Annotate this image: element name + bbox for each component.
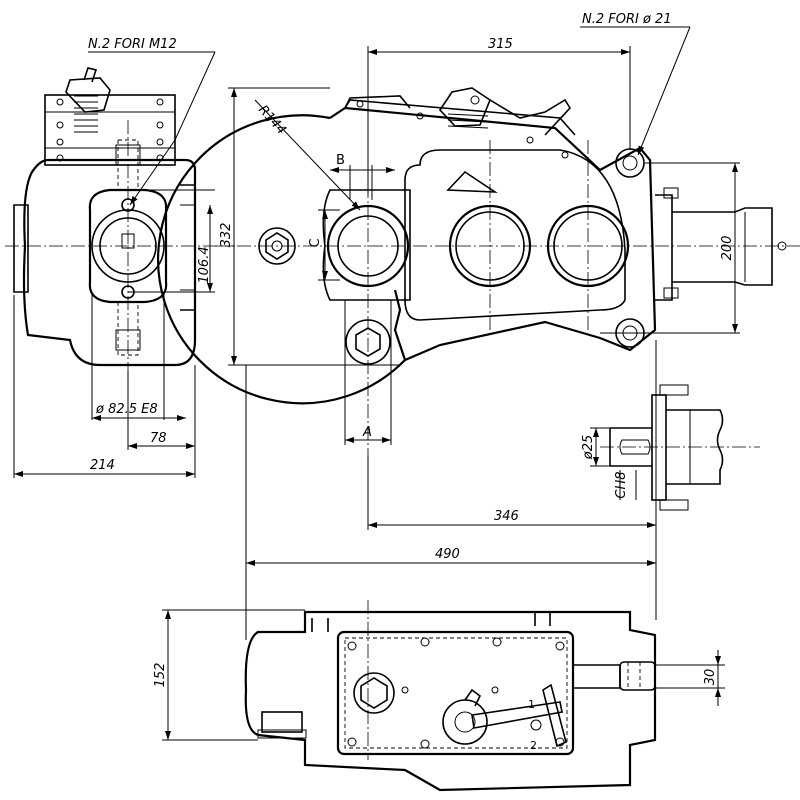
side-view: 106.4 ø 82.5 E8 78 214 N.2 FORI M12 bbox=[5, 37, 235, 478]
dim-346: 346 bbox=[494, 509, 519, 524]
dim-315: 315 bbox=[488, 37, 513, 52]
dim-d25: ø25 bbox=[581, 435, 596, 461]
dim-332: 332 bbox=[219, 223, 234, 248]
dim-152: 152 bbox=[153, 663, 168, 688]
shaft-detail: ø25 CH8 bbox=[581, 384, 760, 511]
dim-106-4: 106.4 bbox=[197, 246, 212, 283]
dim-490: 490 bbox=[435, 547, 460, 562]
dim-200: 200 bbox=[720, 236, 735, 261]
section-b: B bbox=[336, 153, 345, 168]
front-view: 315 N.2 FORI ø 21 R144 332 200 A B C bbox=[157, 12, 800, 455]
dim-ch8: CH8 bbox=[614, 471, 629, 498]
section-c: C bbox=[308, 238, 323, 247]
section-a: A bbox=[362, 425, 372, 440]
dim-82-5: ø 82.5 E8 bbox=[95, 402, 158, 417]
dim-r144: R144 bbox=[255, 103, 289, 138]
horizontal-dimensions: 346 490 bbox=[245, 340, 657, 640]
dim-214: 214 bbox=[90, 458, 115, 473]
lever-position-2: 2 bbox=[530, 739, 537, 752]
lever-position-1: 1 bbox=[528, 698, 535, 711]
dim-78: 78 bbox=[150, 431, 167, 446]
callout-d21: N.2 FORI ø 21 bbox=[582, 12, 672, 27]
callout-m12: N.2 FORI M12 bbox=[88, 37, 177, 52]
bottom-view: 1 2 30 152 bbox=[153, 600, 725, 792]
dim-30: 30 bbox=[703, 669, 718, 686]
